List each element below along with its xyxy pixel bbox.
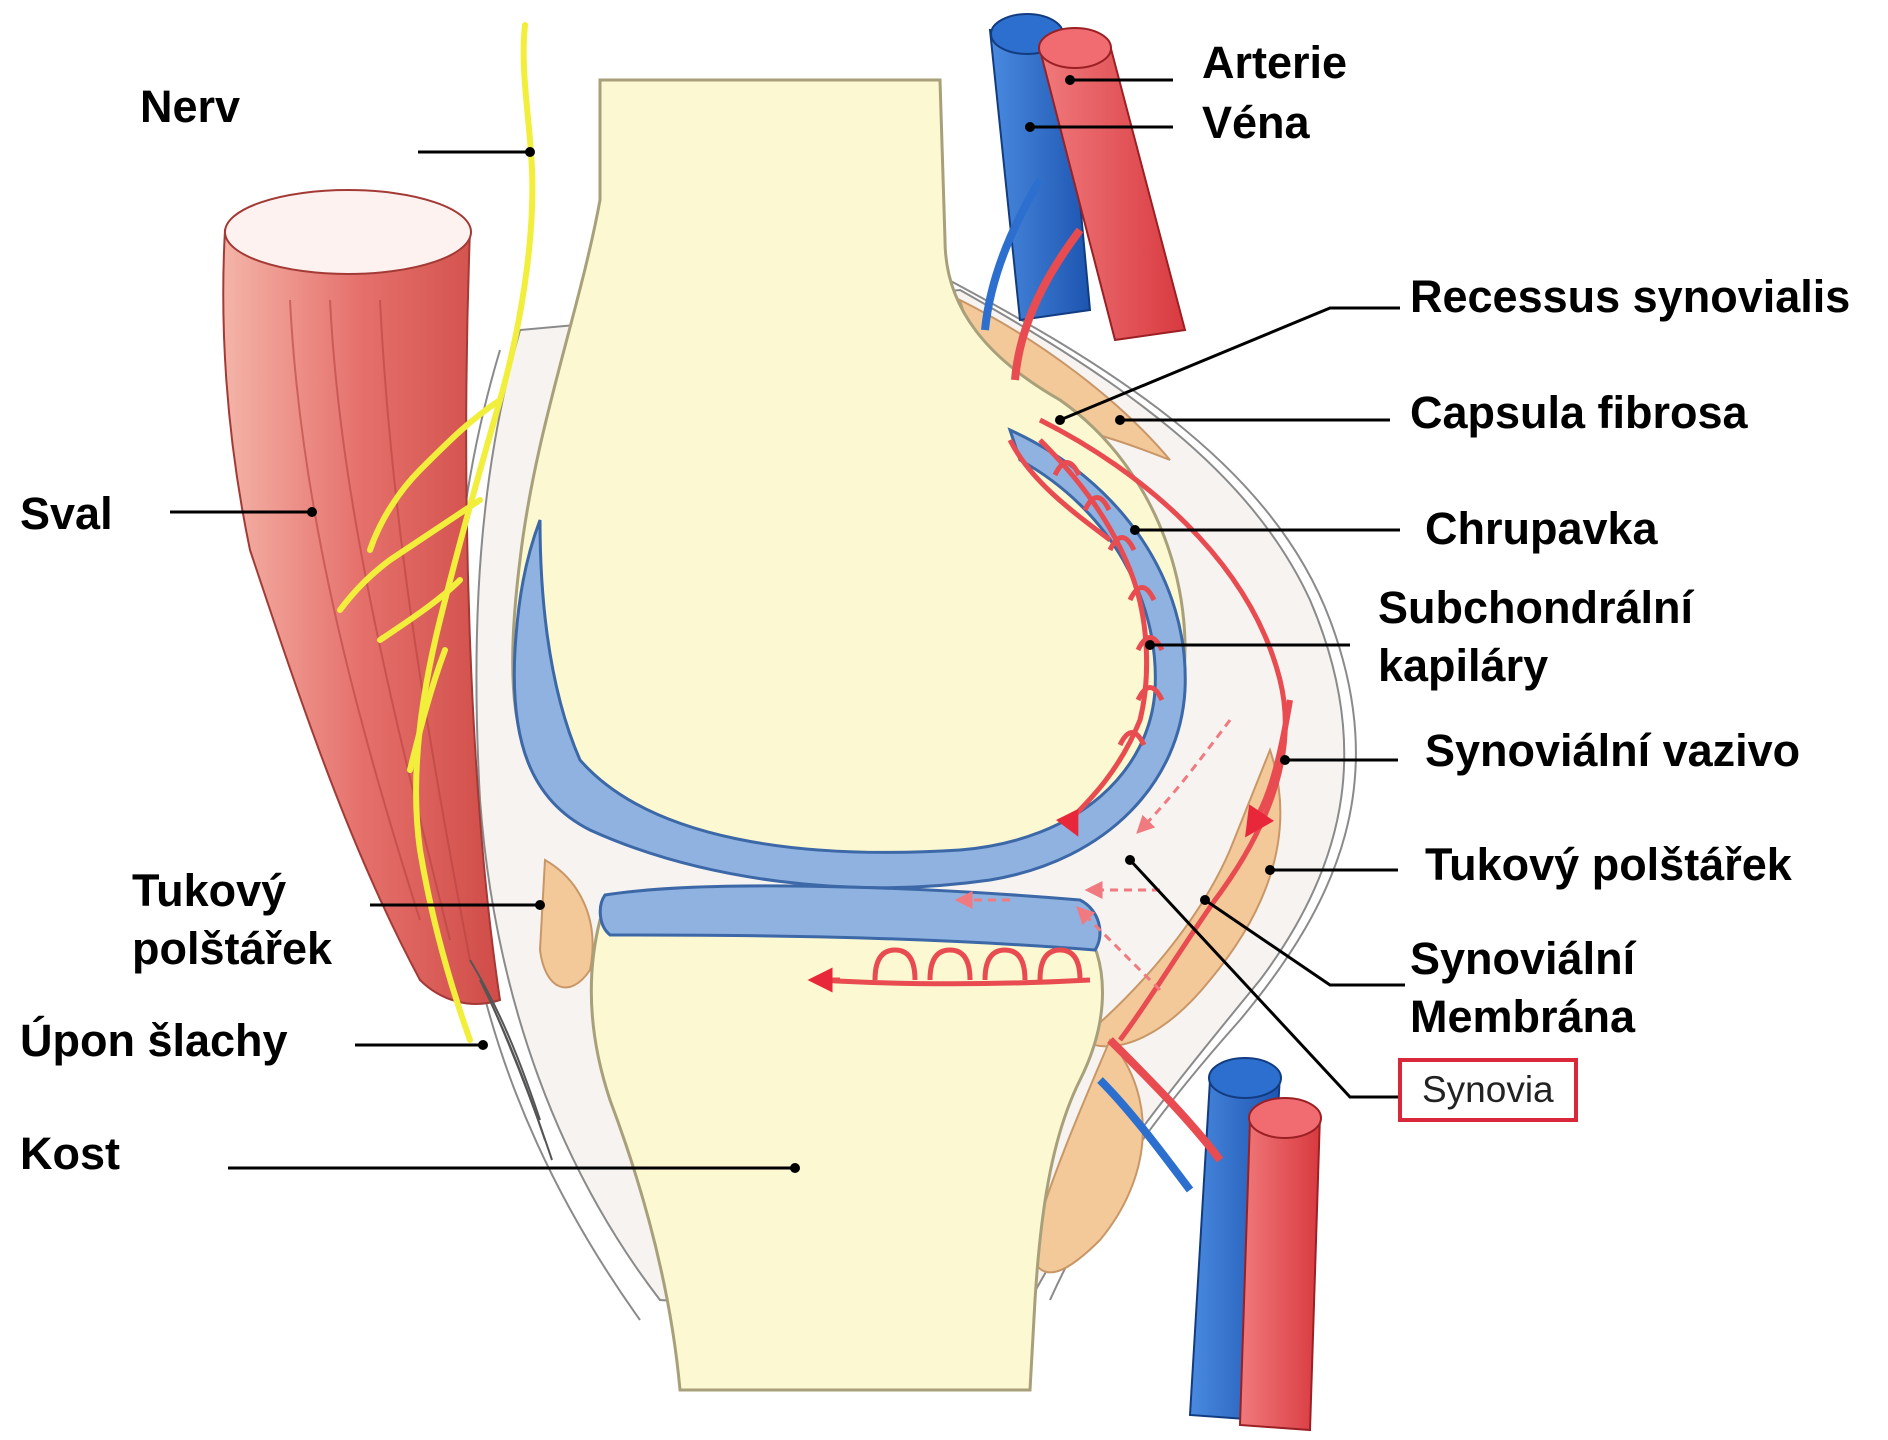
label-arterie: Arterie	[1202, 34, 1347, 92]
label-synovialni-membrana: Synoviální Membrána	[1410, 930, 1710, 1046]
label-synovia: Synovia	[1398, 1058, 1578, 1122]
label-synovialni-vazivo: Synoviální vazivo	[1425, 722, 1800, 780]
label-sval: Sval	[20, 485, 113, 543]
label-capsula-fibrosa: Capsula fibrosa	[1410, 384, 1748, 442]
label-recessus-synovialis: Recessus synovialis	[1410, 268, 1850, 326]
label-subchondralni-kapilary: Subchondrální kapiláry	[1378, 579, 1758, 695]
label-tukovy-polstarek-right: Tukový polštářek	[1425, 836, 1792, 894]
label-vena: Véna	[1202, 94, 1310, 152]
label-chrupavka: Chrupavka	[1425, 500, 1658, 558]
label-upon-slachy: Úpon šlachy	[20, 1012, 288, 1070]
label-kost: Kost	[20, 1125, 120, 1183]
label-nerv: Nerv	[140, 78, 240, 136]
label-tukovy-polstarek-left: Tukový polštářek	[132, 862, 362, 978]
